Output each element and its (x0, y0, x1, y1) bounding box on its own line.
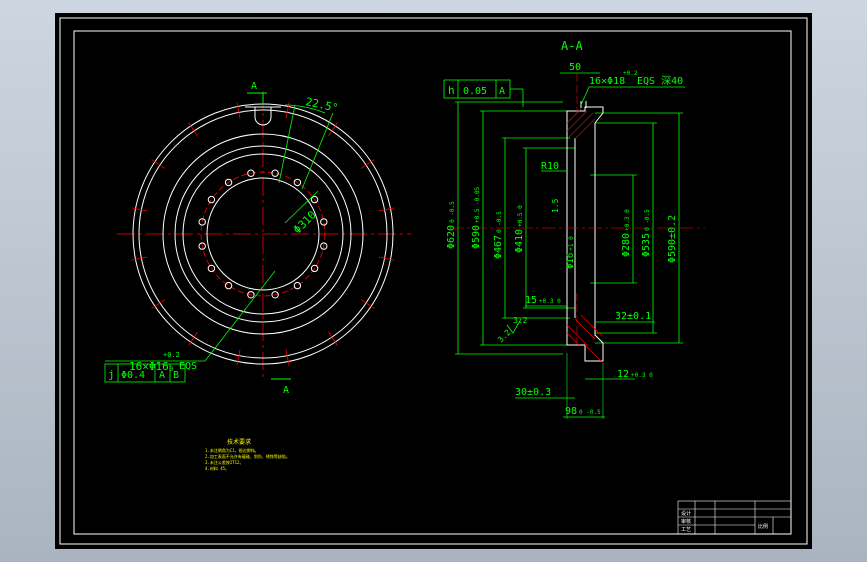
technical-notes: 技术要求 1.未注倒角为C1，锐边倒钝。 2.加工表面不允许有磕碰、划伤、锈蚀等… (205, 438, 290, 471)
datum-a: A (159, 370, 165, 381)
radial-mark (328, 122, 338, 137)
bolt-hole (310, 195, 319, 204)
title-block (677, 500, 792, 535)
hole-spec: 16×Φ16 (129, 360, 169, 373)
radial-mark (328, 331, 338, 346)
label-a-bottom: A (283, 385, 289, 396)
radial-mark (131, 256, 148, 261)
dim-d467: Φ4670 -0.5 (493, 211, 504, 259)
section-annotations: A-A h 0.05 A 50 16×Φ18 +0.2 EQS 深40 R10 … (443, 39, 685, 419)
bolt-hole (198, 242, 206, 250)
bolt-hole (271, 169, 279, 177)
notes-line-1: 1.未注倒角为C1，锐边倒钝。 (205, 447, 259, 453)
radial-mark (236, 349, 241, 366)
drawing-viewport[interactable]: A 22.5° Φ310 16×Φ16 +0.2 0 EQS j Φ0.4 A … (55, 13, 812, 549)
flatness-symbol: h (448, 84, 455, 97)
front-view-annotations: A 22.5° Φ310 16×Φ16 +0.2 0 EQS j Φ0.4 A … (104, 81, 339, 396)
section-view (450, 63, 705, 362)
dim-32: 32±0.1 (615, 311, 651, 322)
title-cell-3: 工艺 (681, 527, 691, 533)
position-frame (104, 363, 186, 383)
bolt-hole (320, 242, 328, 250)
dim-d410: Φ410+0.5 0 (514, 205, 525, 253)
hole-note-main: 16×Φ18 (589, 76, 625, 87)
keyway-slot (254, 107, 272, 126)
notes-line-2: 2.加工表面不允许有磕碰、划伤、锈蚀等缺陷。 (205, 453, 290, 459)
bolt-hole (271, 291, 279, 299)
bolt-hole (207, 264, 216, 273)
hole-note-tol: +0.2 (623, 70, 638, 77)
dim-top-50: 50 (569, 62, 581, 73)
flatness-value: 0.05 (463, 86, 487, 97)
cad-drawing[interactable]: A 22.5° Φ310 16×Φ16 +0.2 0 EQS j Φ0.4 A … (55, 13, 812, 549)
bolt-hole (207, 195, 216, 204)
radial-mark (188, 122, 198, 137)
dim-d280: Φ280+0.3 0 (621, 209, 632, 257)
title-cell-2: 审核 (681, 518, 691, 525)
dim-d535: Φ5350 -0.5 (641, 209, 652, 257)
hole-note-tail: EQS 深40 (637, 75, 683, 87)
radial-mark (378, 207, 395, 212)
notes-line-3: 3.未注公差按IT12。 (205, 459, 243, 465)
label-a-top: A (251, 81, 257, 92)
radial-mark (188, 331, 198, 346)
bolt-hole (224, 281, 233, 290)
dim-d590: Φ590+0.5 -0.05 (471, 186, 482, 249)
bolt-hole (320, 218, 328, 226)
radial-mark (131, 207, 148, 212)
radius-r10: R10 (541, 161, 559, 172)
datum-b: B (173, 370, 179, 381)
dim-30: 30±0.3 (515, 387, 551, 398)
section-title: A-A (561, 39, 583, 53)
front-view (117, 91, 411, 381)
dim-d16: Φ16+1 0 (566, 236, 576, 269)
bolt-hole (293, 281, 302, 290)
flatness-datum: A (499, 86, 505, 97)
dim-12: 12+0.3 0 (617, 369, 653, 380)
radial-mark (151, 299, 166, 309)
hole-tol-bottom: 0 (169, 365, 173, 373)
bolt-hole (198, 218, 206, 226)
position-symbol: j (108, 368, 115, 381)
bolt-hole (224, 178, 233, 187)
radial-mark (236, 102, 241, 119)
dim-d620: Φ6200 -0.5 (446, 201, 457, 249)
bolt-hole (310, 264, 319, 273)
chamfer: 1.5 (551, 198, 560, 213)
bolt-hole (247, 291, 255, 299)
position-value: Φ0.4 (121, 370, 145, 381)
radial-mark (285, 349, 290, 366)
radial-mark (360, 299, 375, 309)
notes-heading: 技术要求 (227, 438, 251, 446)
dim-15: 15+0.3 0 (525, 295, 561, 306)
outer-frame (59, 17, 808, 545)
section-outline (566, 106, 604, 362)
title-cell-1: 设计 (681, 510, 691, 517)
title-cell-4: 比例 (758, 523, 768, 530)
dim-d590b: Φ590±0.2 (667, 215, 678, 263)
radial-mark (360, 159, 375, 169)
hole-tol-top: +0.2 (163, 351, 180, 359)
roughness-2: 3.2 (496, 328, 513, 345)
hole-suffix: EQS (179, 361, 197, 372)
notes-line-4: 4.材料 45。 (205, 465, 229, 471)
bolt-hole (293, 178, 302, 187)
radial-mark (151, 159, 166, 169)
bolt-hole (247, 169, 255, 177)
radial-mark (378, 256, 395, 261)
inner-frame (73, 30, 792, 535)
